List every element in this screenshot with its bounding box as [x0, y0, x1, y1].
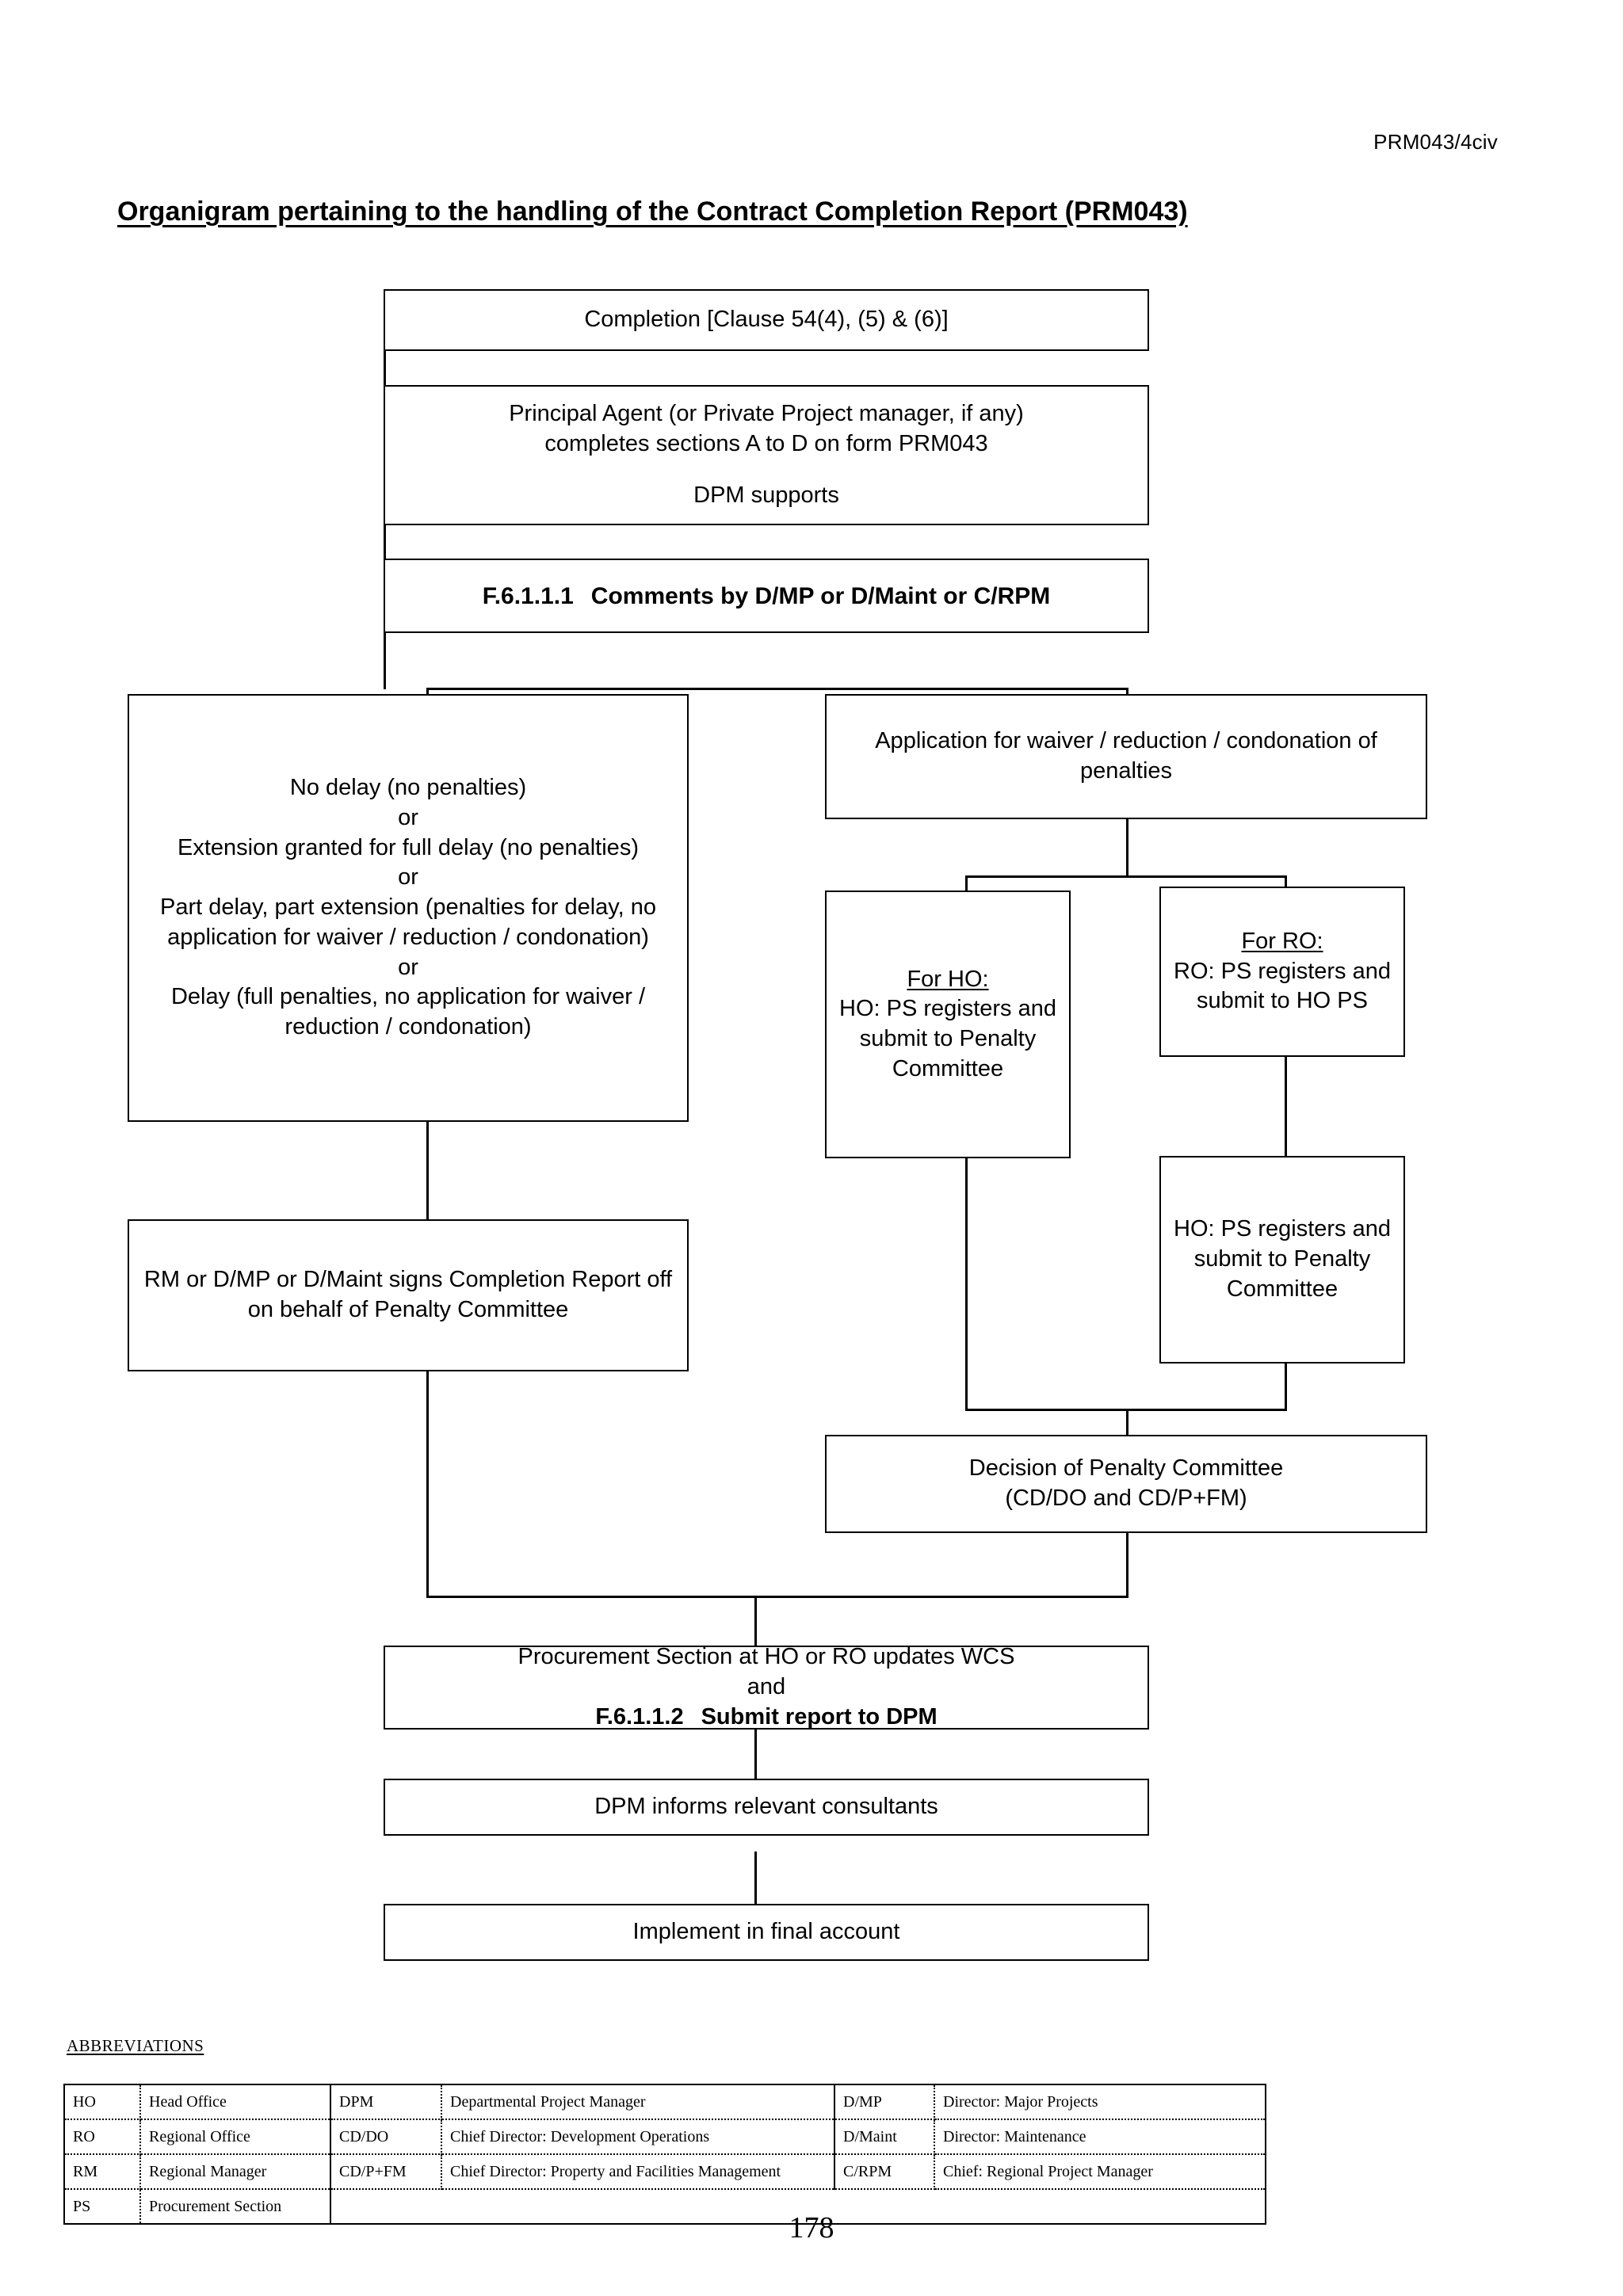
- connector-application-stub: [1126, 817, 1128, 877]
- abbr-desc: Regional Office: [140, 2119, 331, 2155]
- abbr-key: PS: [64, 2189, 141, 2224]
- abbreviations-table: HO Head Office DPM Departmental Project …: [63, 2084, 1266, 2225]
- node-rm-signs-label: RM or D/MP or D/Maint signs Completion R…: [143, 1267, 673, 1322]
- node-rm-signs[interactable]: RM or D/MP or D/Maint signs Completion R…: [128, 1219, 689, 1371]
- node-for-ro-heading: For RO:: [1241, 928, 1323, 954]
- connector-principal-agent-to-comments: [384, 524, 386, 559]
- connector-split-bar-main: [426, 688, 1128, 690]
- node-for-ho-body: HO: PS registers and submit to Penalty C…: [839, 996, 1056, 1081]
- node-comments-code: F.6.1.1.1: [482, 582, 574, 609]
- node-completion-label: Completion [Clause 54(4), (5) & (6)]: [584, 307, 949, 333]
- connector-merge-to-procurement: [754, 1596, 757, 1647]
- connector-nodelay-to-rm: [426, 1120, 429, 1220]
- node-no-delay-label: No delay (no penalties) or Extension gra…: [159, 775, 656, 1039]
- flowchart: Completion [Clause 54(4), (5) & (6)] Pri…: [128, 289, 1427, 1961]
- node-for-ro[interactable]: For RO: RO: PS registers and submit to H…: [1159, 887, 1405, 1057]
- connector-decision-to-merge: [1126, 1531, 1128, 1597]
- node-decision-line2: (CD/DO and CD/P+FM): [1005, 1486, 1247, 1511]
- document-reference: PRM043/4civ: [1373, 130, 1498, 154]
- node-for-ro-body: RO: PS registers and submit to HO PS: [1174, 958, 1391, 1014]
- connector-forro-to-hops: [1285, 1056, 1287, 1157]
- node-implement-label: Implement in final account: [632, 1919, 900, 1945]
- node-comments[interactable]: F.6.1.1.1 Comments by D/MP or D/Maint or …: [384, 559, 1149, 633]
- connector-bottom-merge-bar: [426, 1596, 1128, 1598]
- node-procurement-line3: Submit report to DPM: [701, 1703, 938, 1730]
- node-dpm-informs-label: DPM informs relevant consultants: [594, 1794, 938, 1820]
- node-decision-line1: Decision of Penalty Committee: [968, 1455, 1284, 1482]
- page-number: 178: [789, 2211, 834, 2245]
- node-completion[interactable]: Completion [Clause 54(4), (5) & (6)]: [384, 289, 1149, 351]
- abbreviations-heading: ABBREVIATIONS: [67, 2036, 204, 2055]
- abbr-key: HO: [64, 2084, 141, 2120]
- abbr-desc: Procurement Section: [140, 2189, 331, 2224]
- abbr-desc: Director: Maintenance: [934, 2119, 1266, 2155]
- spacer: [391, 459, 1141, 481]
- table-row: RM Regional Manager CD/P+FM Chief Direct…: [64, 2154, 1266, 2190]
- abbr-key: D/MP: [834, 2084, 935, 2120]
- node-for-ho-heading: For HO:: [907, 966, 989, 992]
- node-procurement-line2: and: [747, 1674, 786, 1700]
- node-application-waiver-label: Application for waiver / reduction / con…: [875, 728, 1377, 784]
- node-principal-agent-line2: completes sections A to D on form PRM043: [544, 430, 988, 456]
- node-procurement-line1: Procurement Section at HO or RO updates …: [517, 1644, 1015, 1670]
- node-principal-agent[interactable]: Principal Agent (or Private Project mana…: [384, 385, 1149, 525]
- abbr-empty-cell: [330, 2189, 1266, 2224]
- connector-forho-to-decision: [965, 1158, 968, 1411]
- table-row: HO Head Office DPM Departmental Project …: [64, 2084, 1266, 2120]
- node-principal-agent-line3: DPM supports: [693, 482, 839, 509]
- connector-rm-to-merge: [426, 1371, 429, 1597]
- node-application-waiver[interactable]: Application for waiver / reduction / con…: [825, 694, 1427, 819]
- abbr-desc: Departmental Project Manager: [441, 2084, 835, 2120]
- connector-forho-drop: [965, 875, 968, 893]
- abbr-desc: Chief Director: Development Operations: [441, 2119, 835, 2155]
- connector-forro-drop: [1285, 875, 1287, 889]
- abbr-desc: Director: Major Projects: [934, 2084, 1266, 2120]
- node-decision-penalty-committee[interactable]: Decision of Penalty Committee (CD/DO and…: [825, 1435, 1427, 1533]
- connector-comments-stub: [384, 631, 386, 689]
- node-procurement-code: F.6.1.1.2: [595, 1703, 684, 1730]
- page-title: Organigram pertaining to the handling of…: [117, 196, 1188, 227]
- table-row: RO Regional Office CD/DO Chief Director:…: [64, 2119, 1266, 2155]
- node-ho-ps-registers-label: HO: PS registers and submit to Penalty C…: [1174, 1216, 1391, 1302]
- node-comments-label: Comments by D/MP or D/Maint or C/RPM: [590, 582, 1051, 609]
- abbr-desc: Chief Director: Property and Facilities …: [441, 2154, 835, 2190]
- node-principal-agent-line1: Principal Agent (or Private Project mana…: [509, 400, 1024, 426]
- abbr-key: CD/DO: [330, 2119, 442, 2155]
- connector-ho-ro-split-bar: [965, 875, 1287, 878]
- abbr-key: D/Maint: [834, 2119, 935, 2155]
- connector-dpm-to-implement: [754, 1852, 757, 1905]
- abbr-key: RO: [64, 2119, 141, 2155]
- abbr-desc: Head Office: [140, 2084, 331, 2120]
- node-procurement-section[interactable]: Procurement Section at HO or RO updates …: [384, 1644, 1149, 1730]
- node-ho-ps-registers[interactable]: HO: PS registers and submit to Penalty C…: [1159, 1156, 1405, 1363]
- node-implement-final-account[interactable]: Implement in final account: [384, 1904, 1149, 1961]
- node-for-ho[interactable]: For HO: HO: PS registers and submit to P…: [825, 891, 1071, 1158]
- abbr-key: DPM: [330, 2084, 442, 2120]
- abbr-key: CD/P+FM: [330, 2154, 442, 2190]
- node-dpm-informs[interactable]: DPM informs relevant consultants: [384, 1779, 1149, 1836]
- node-no-delay[interactable]: No delay (no penalties) or Extension gra…: [128, 694, 689, 1122]
- connector-completion-to-principal-agent: [384, 349, 386, 385]
- connector-procurement-to-dpm: [754, 1728, 757, 1780]
- abbr-desc: Regional Manager: [140, 2154, 331, 2190]
- table-row: PS Procurement Section: [64, 2189, 1266, 2224]
- connector-hops-to-decision: [1285, 1362, 1287, 1411]
- abbr-key: C/RPM: [834, 2154, 935, 2190]
- abbr-desc: Chief: Regional Project Manager: [934, 2154, 1266, 2190]
- connector-decision-drop: [1126, 1409, 1128, 1436]
- abbr-key: RM: [64, 2154, 141, 2190]
